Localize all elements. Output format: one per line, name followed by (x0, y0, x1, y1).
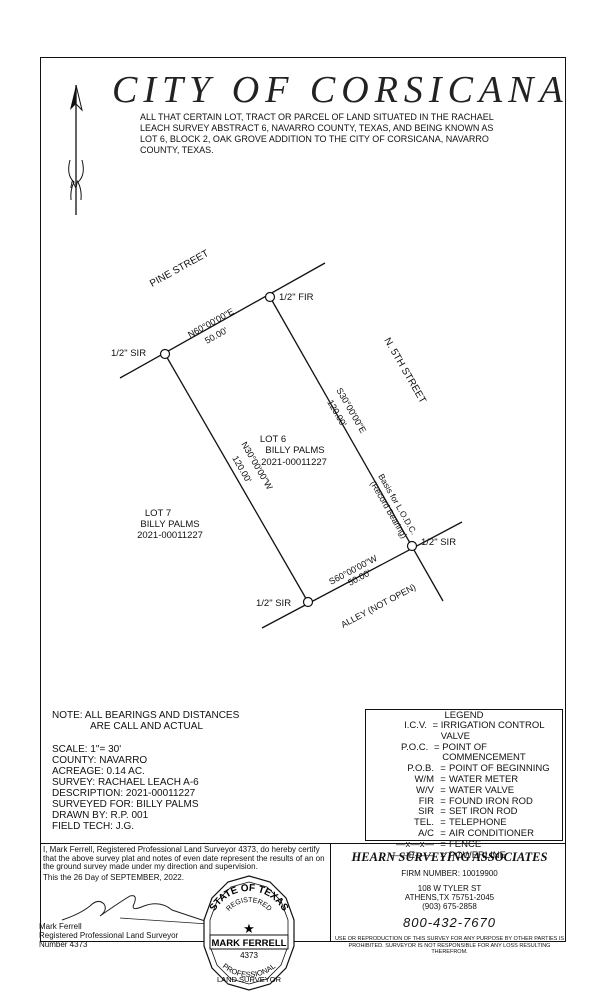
survey-notes: NOTE: ALL BEARINGS AND DISTANCES ARE CAL… (52, 710, 239, 832)
company-name: HEARN SURVEYING ASSOCIATES (351, 850, 548, 864)
svg-text:LAND SURVEYOR: LAND SURVEYOR (217, 975, 282, 984)
legend-item: A/C=AIR CONDITIONER (418, 827, 534, 839)
footer-column-divider (330, 843, 331, 942)
corner-marker-right (406, 540, 418, 552)
corner-marker-top (264, 291, 276, 303)
corner-label-left: 1/2" SIR (111, 348, 146, 359)
legend-item: —x—x—=FENCE (396, 838, 482, 850)
note-acreage: ACREAGE: 0.14 AC. (52, 766, 145, 777)
footer-divider (40, 843, 566, 844)
legend-item: I.C.V.=IRRIGATION CONTROL VALVE (404, 720, 545, 742)
pine-street-label: PINE STREET (148, 248, 211, 289)
certification-date: This the 26 Day of SEPTEMBER, 2022. (43, 872, 184, 882)
corner-label-top: 1/2" FIR (279, 292, 314, 303)
signature-image (61, 895, 209, 925)
firm-number: FIRM NUMBER: 10019900 (401, 869, 498, 878)
lot6-label: LOT 6 (260, 434, 286, 445)
legend-box: LEGEND I.C.V.=IRRIGATION CONTROL VALVE P… (365, 709, 563, 860)
legend-item: P.O.C.=POINT OF COMMENCEMENT (401, 741, 526, 764)
note-surveyed-for: SURVEYED FOR: BILLY PALMS (52, 799, 199, 810)
signer-title: Registered Professional Land Surveyor (39, 931, 179, 940)
legend-item: W/M=WATER METER (414, 773, 519, 785)
north-arrow-icon (68, 84, 84, 215)
certification-text: I, Mark Ferrell, Registered Professional… (43, 845, 325, 872)
legend-item: P.O.B.=POINT OF BEGINNING (407, 763, 550, 775)
corner-label-right: 1/2" SIR (421, 537, 456, 548)
lot6-owner: BILLY PALMS (265, 445, 324, 456)
svg-text:★: ★ (243, 921, 255, 936)
legend-item: FIR=FOUND IRON ROD (418, 795, 533, 807)
pine-street-line (119, 262, 326, 379)
legend-item: ——E——=POWERLINE (389, 849, 507, 861)
legal-description: ALL THAT CERTAIN LOT, TRACT OR PARCEL OF… (140, 112, 494, 155)
disclaimer: USE OR REPRODUCTION OF THIS SURVEY FOR A… (334, 936, 565, 955)
plat-sheet-border (40, 57, 566, 942)
svg-text:4373: 4373 (240, 951, 258, 960)
west-lot-line (164, 353, 309, 603)
note-scale: SCALE: 1"= 30' (52, 744, 122, 755)
lot7-doc: 2021-00011227 (137, 530, 203, 541)
note-line-1: NOTE: ALL BEARINGS AND DISTANCES (52, 710, 240, 721)
company-phone: 800-432-7670 (403, 915, 496, 930)
company-block: HEARN SURVEYING ASSOCIATES FIRM NUMBER: … (333, 850, 566, 956)
lot7-label: LOT 7 (145, 508, 171, 519)
lot6-doc: 2021-00011227 (261, 457, 327, 468)
certification-block: I, Mark Ferrell, Registered Professional… (40, 845, 330, 882)
corner-marker-left (159, 348, 171, 360)
company-address: 108 W TYLER ST ATHENS,TX 75751-2045 (903… (404, 884, 495, 911)
north-label: N (70, 179, 78, 191)
surveyor-seal-icon: STATE OF TEXAS REGISTERED ★ MARK FERRELL… (203, 875, 295, 991)
note-line-2: ARE CALL AND ACTUAL (90, 721, 204, 732)
lot7-owner: BILLY PALMS (140, 519, 199, 530)
signer-name: Mark Ferrell (39, 922, 82, 931)
corner-label-bottom: 1/2" SIR (256, 598, 291, 609)
legend-title: LEGEND (444, 710, 484, 721)
alley-line (261, 521, 463, 629)
note-field-tech: FIELD TECH: J.G. (52, 821, 135, 832)
legend-item: SIR=SET IRON ROD (418, 806, 518, 818)
legend-item: TEL.=TELEPHONE (413, 817, 507, 829)
alley-label: ALLEY (NOT OPEN) (339, 582, 417, 630)
page-title: CITY OF CORSICANA (112, 69, 569, 111)
note-county: COUNTY: NAVARRO (52, 755, 148, 766)
svg-text:MARK FERRELL: MARK FERRELL (212, 938, 287, 949)
note-drawn-by: DRAWN BY: R.P. 001 (52, 810, 149, 821)
note-survey: SURVEY: RACHAEL LEACH A-6 (52, 777, 199, 788)
signer-block: Mark Ferrell Registered Professional Lan… (39, 922, 178, 949)
legend-item: W/V=WATER VALVE (416, 784, 515, 796)
signer-number: Number 4373 (39, 940, 88, 949)
corner-marker-bottom (302, 596, 314, 608)
fifth-street-label: N. 5TH STREET (381, 336, 427, 406)
note-description: DESCRIPTION: 2021-00011227 (52, 788, 196, 799)
